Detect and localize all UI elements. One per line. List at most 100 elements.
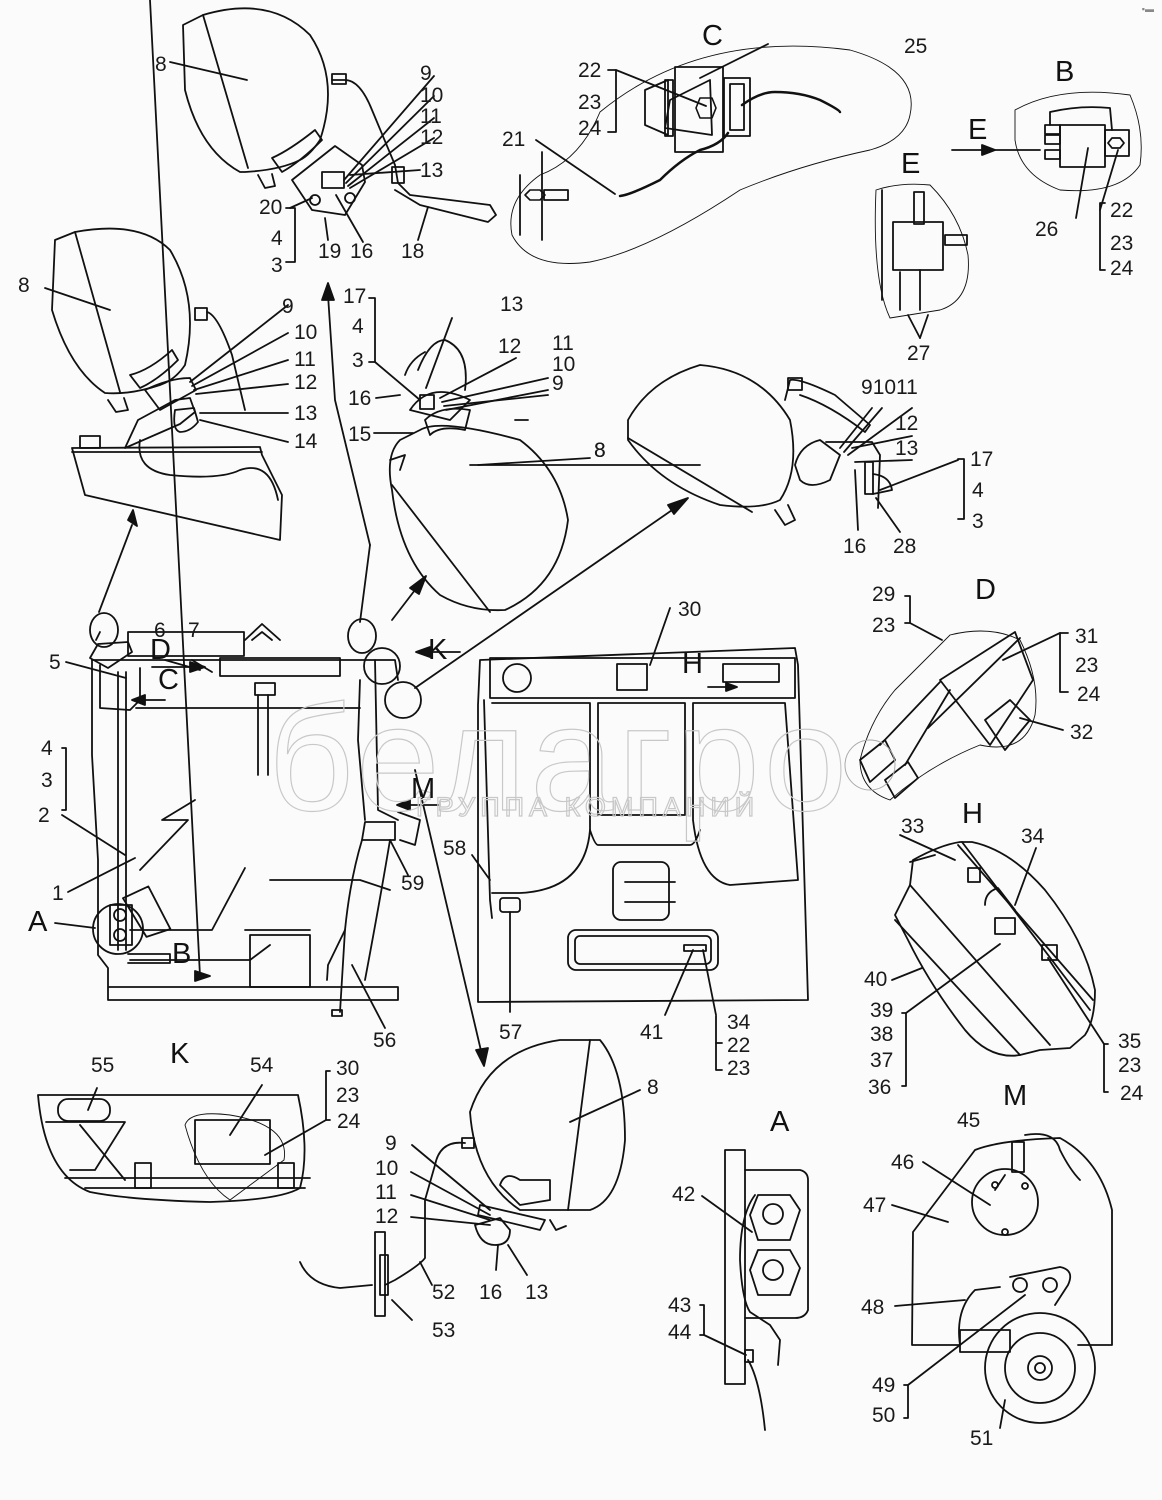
arrow-label-e: E <box>968 114 988 146</box>
callout-19: 19 <box>318 240 342 263</box>
bottom-lamp-assembly <box>300 1040 640 1320</box>
callout-25: 25 <box>904 35 928 58</box>
callout-9: 9 <box>552 372 564 395</box>
callout-28: 28 <box>893 535 917 558</box>
callout-40: 40 <box>864 968 888 991</box>
callout-17: 17 <box>343 285 367 308</box>
view-label-m: M <box>1003 1080 1028 1112</box>
callout-23: 23 <box>578 91 602 114</box>
callout-42: 42 <box>672 1183 696 1206</box>
callout-44: 44 <box>668 1321 692 1344</box>
callout-24: 24 <box>1120 1082 1144 1105</box>
callout-10: 10 <box>872 376 897 399</box>
callout-45: 45 <box>957 1109 981 1132</box>
callout-36: 36 <box>868 1076 892 1099</box>
callout-20: 20 <box>259 196 283 219</box>
callout-38: 38 <box>870 1023 894 1046</box>
callout-30: 30 <box>336 1057 360 1080</box>
callout-17: 17 <box>970 448 994 471</box>
callout-9-10-11: 91011 <box>861 377 918 398</box>
callout-8-right: 8 <box>594 439 606 462</box>
arrow-label-m: M <box>411 773 436 805</box>
watermark-subtitle: ГРУППА КОМПАНИЙ <box>415 791 760 822</box>
view-arrows <box>99 0 995 1066</box>
arrow-label-c: C <box>158 664 179 696</box>
view-label-h: H <box>962 798 983 830</box>
callout-13: 13 <box>500 293 524 316</box>
callout-56: 56 <box>373 1029 397 1052</box>
callout-58: 58 <box>443 837 467 860</box>
callout-7: 7 <box>188 619 200 642</box>
callout-label-a: A <box>28 906 48 938</box>
callout-3: 3 <box>271 254 283 277</box>
callout-13: 13 <box>294 402 318 425</box>
top-lamp-assembly <box>170 8 496 262</box>
callout-37: 37 <box>870 1049 894 1072</box>
detail-view-c <box>511 44 911 263</box>
callout-9: 9 <box>861 376 873 399</box>
callout-33: 33 <box>901 815 925 838</box>
arrow-label-d: D <box>150 634 171 666</box>
callout-24: 24 <box>1110 257 1134 280</box>
corner-mark: ▪▬ <box>1141 4 1154 14</box>
callout-26: 26 <box>1035 218 1059 241</box>
callout-12: 12 <box>498 335 522 358</box>
arrow-label-k: K <box>428 634 448 666</box>
callout-47: 47 <box>863 1194 887 1217</box>
callout-53: 53 <box>432 1319 456 1342</box>
callout-4: 4 <box>352 315 364 338</box>
callout-23: 23 <box>727 1057 751 1080</box>
callout-16: 16 <box>348 387 372 410</box>
callout-8: 8 <box>155 53 167 76</box>
callout-24: 24 <box>578 117 602 140</box>
callout-35: 35 <box>1118 1030 1142 1053</box>
callout-8: 8 <box>18 274 30 297</box>
callout-22: 22 <box>727 1034 751 1057</box>
callout-9: 9 <box>420 62 432 85</box>
center-lamp-assembly <box>369 298 590 612</box>
callout-16: 16 <box>843 535 867 558</box>
callout-6: 6 <box>154 619 166 642</box>
callout-43: 43 <box>668 1294 692 1317</box>
callout-12: 12 <box>294 371 318 394</box>
view-label-c: C <box>702 20 723 52</box>
callout-5: 5 <box>49 651 61 674</box>
callout-4: 4 <box>271 227 283 250</box>
callout-10: 10 <box>294 321 318 344</box>
callout-15: 15 <box>348 423 372 446</box>
callout-16: 16 <box>479 1281 503 1304</box>
top-lamp-body <box>183 8 328 172</box>
callout-30: 30 <box>678 598 702 621</box>
callout-57: 57 <box>499 1021 523 1044</box>
callout-9: 9 <box>282 295 294 318</box>
callout-51: 51 <box>970 1427 994 1450</box>
callout-50: 50 <box>872 1404 896 1427</box>
callout-48: 48 <box>861 1296 885 1319</box>
callout-31: 31 <box>1075 625 1099 648</box>
callout-10: 10 <box>552 353 576 376</box>
callout-2: 2 <box>38 804 50 827</box>
callout-32: 32 <box>1070 721 1094 744</box>
detail-view-d <box>845 596 1068 800</box>
view-label-b: B <box>1055 56 1075 88</box>
callout-9: 9 <box>385 1132 397 1155</box>
arrow-label-b: B <box>172 938 192 970</box>
callout-21: 21 <box>502 128 526 151</box>
left-lamp-assembly <box>45 229 288 540</box>
view-label-k: K <box>170 1038 190 1070</box>
view-label-d: D <box>975 574 996 606</box>
callout-27: 27 <box>907 342 931 365</box>
detail-view-e <box>875 184 968 338</box>
callout-52: 52 <box>432 1281 456 1304</box>
callout-4: 4 <box>972 479 984 502</box>
callout-46: 46 <box>891 1151 915 1174</box>
callout-8: 8 <box>647 1076 659 1099</box>
callout-22: 22 <box>1110 199 1134 222</box>
detail-view-k <box>38 1071 330 1202</box>
callout-23: 23 <box>1118 1054 1142 1077</box>
view-label-a: A <box>770 1106 790 1138</box>
callout-3: 3 <box>972 510 984 533</box>
callout-13: 13 <box>525 1281 549 1304</box>
top-lamp-rim <box>203 15 248 168</box>
